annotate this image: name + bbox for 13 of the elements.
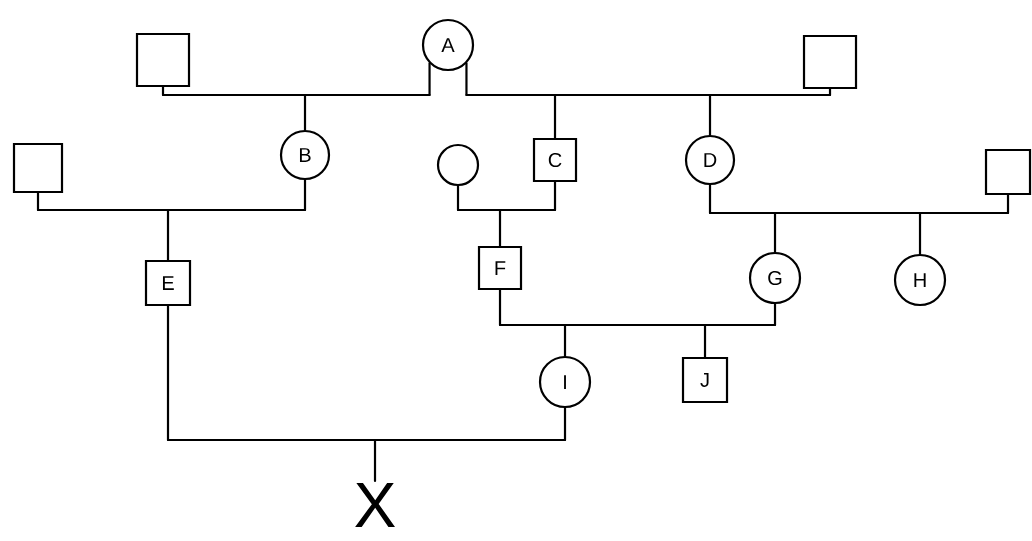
pedigree-line [36, 179, 307, 261]
pedigree-line [166, 305, 567, 482]
pedigree-line [161, 62, 431, 131]
square-symbol [135, 32, 191, 88]
person-label: X [355, 483, 395, 527]
square-symbol [12, 142, 64, 194]
square-symbol [984, 148, 1032, 196]
pedigree-line [465, 62, 832, 139]
pedigree-line [708, 184, 1010, 255]
pedigree-line [456, 181, 557, 247]
circle-symbol [436, 143, 480, 187]
square-symbol [802, 34, 858, 90]
pedigree-line [498, 289, 777, 358]
